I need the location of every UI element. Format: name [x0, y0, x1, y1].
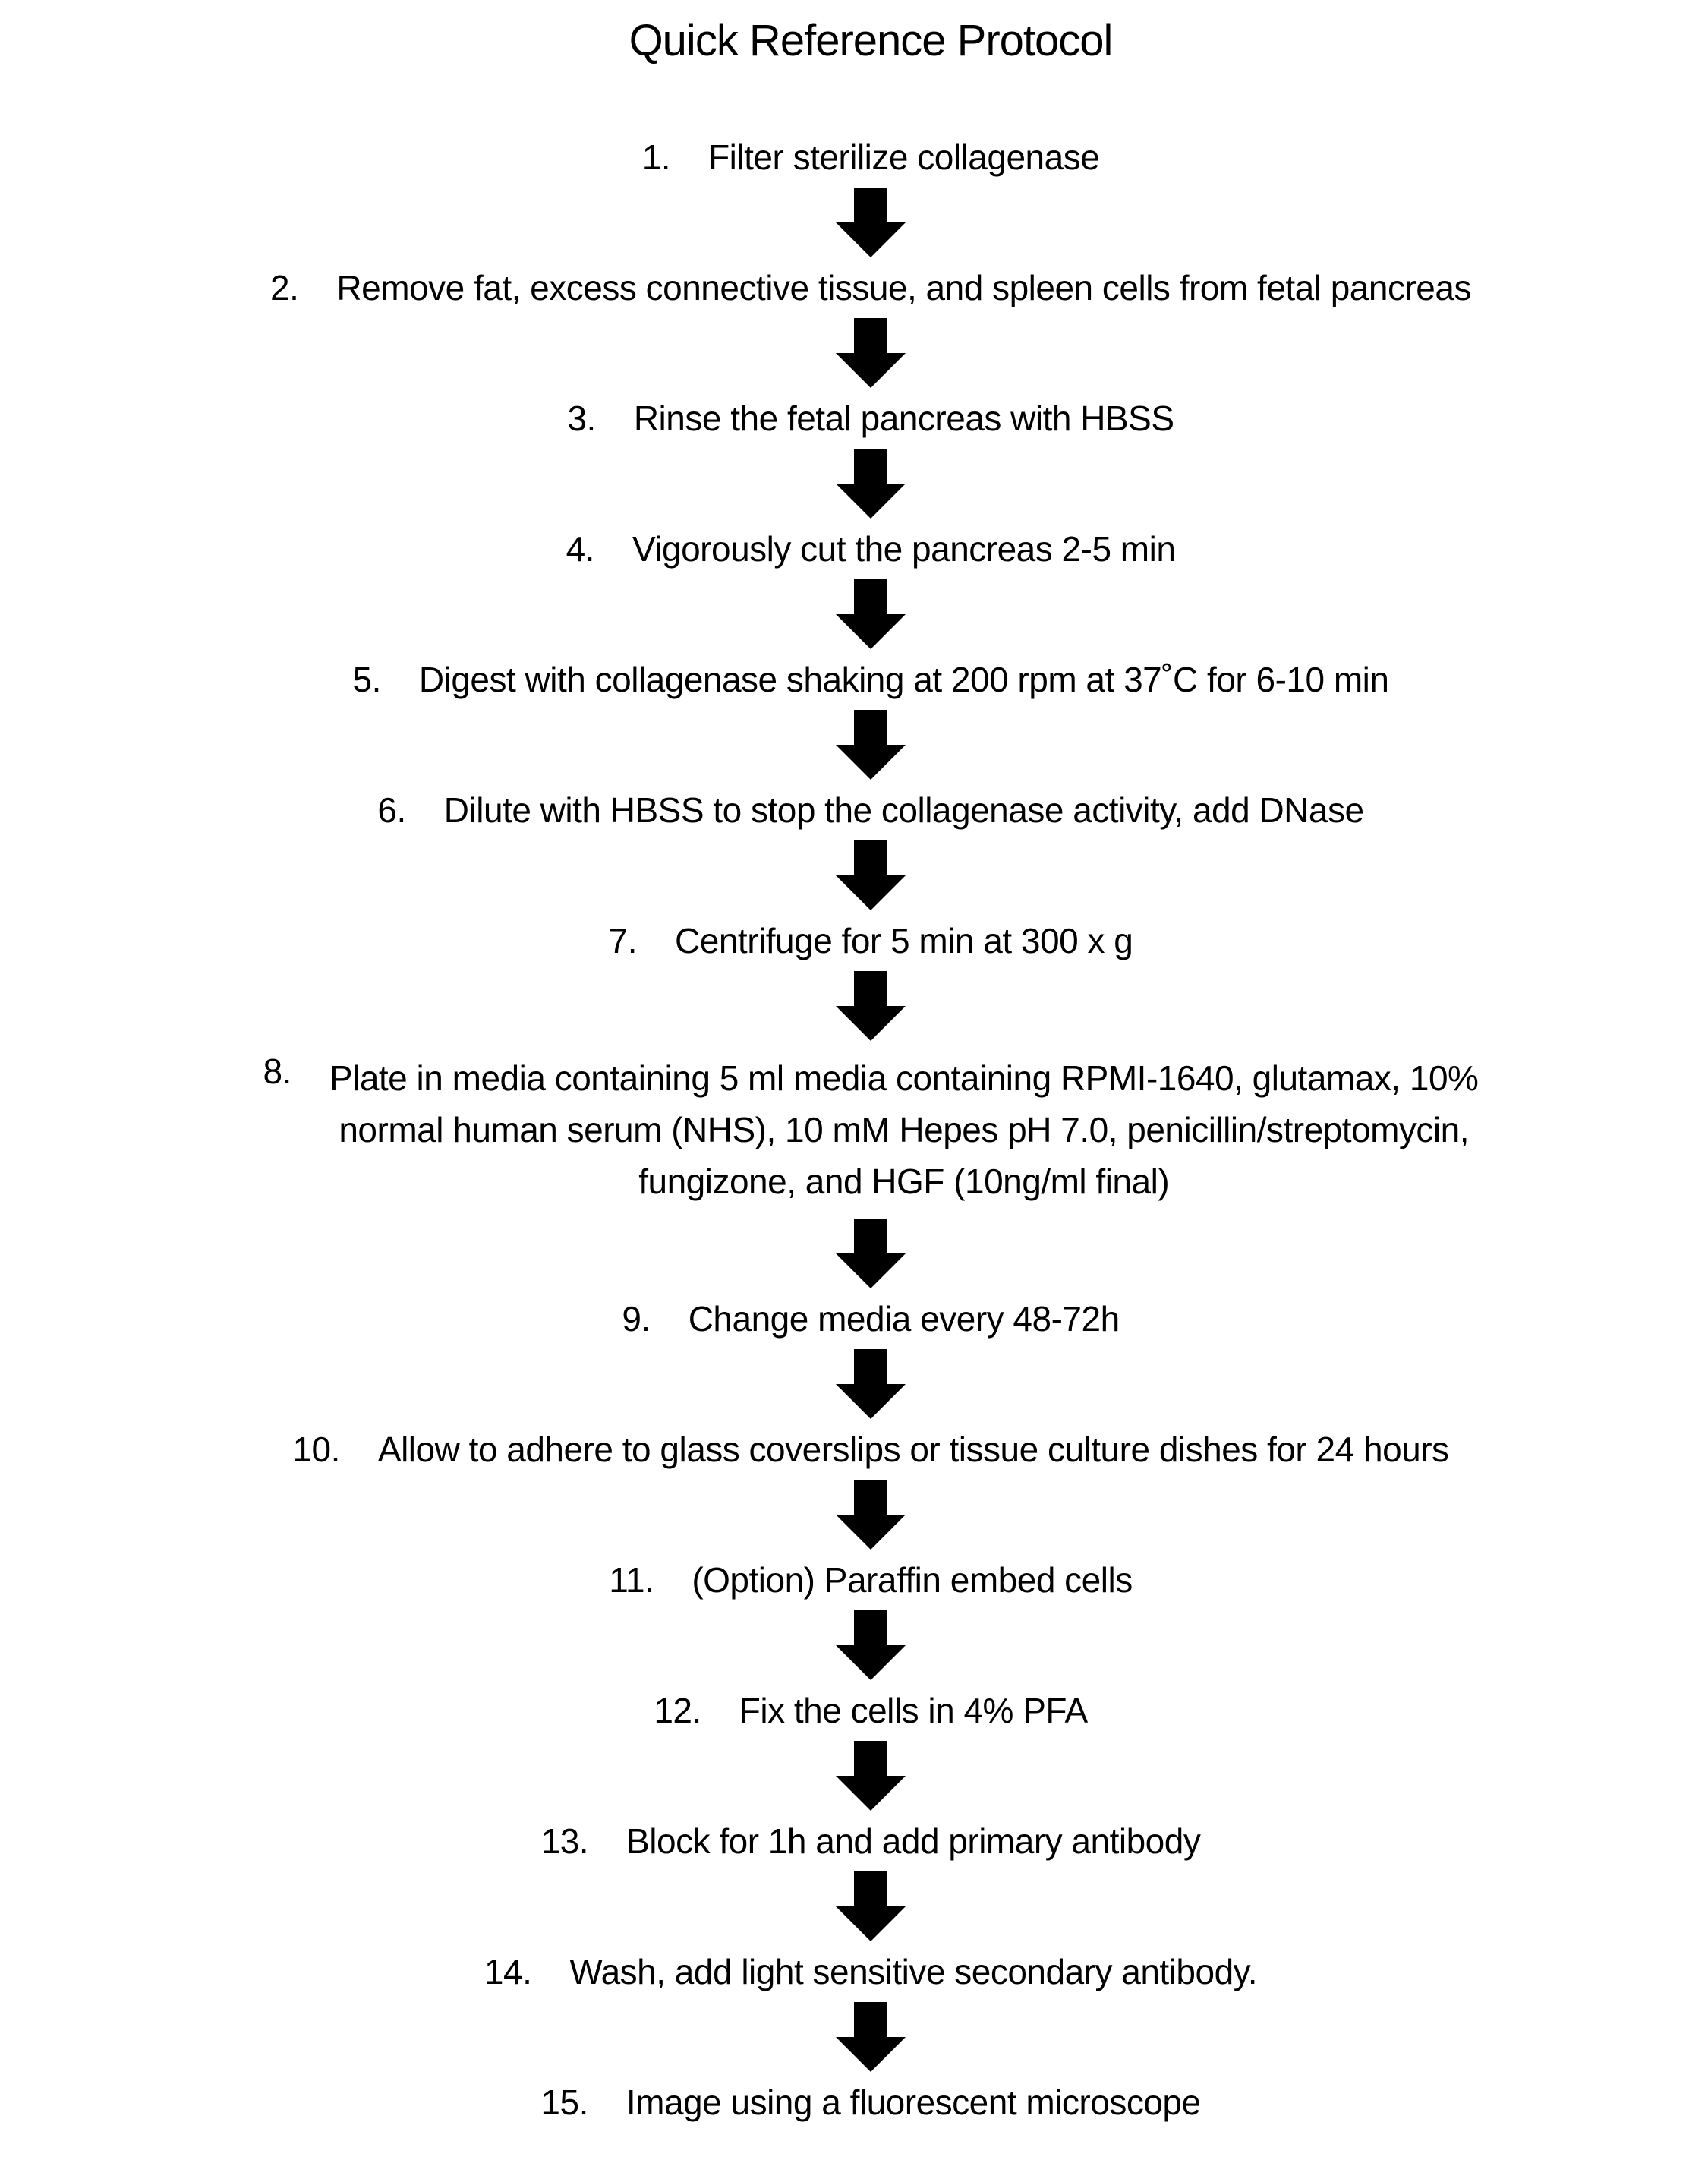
down-arrow-icon	[836, 1871, 906, 1941]
step-text: Block for 1h and add primary antibody	[626, 1821, 1201, 1861]
step-text: Centrifuge for 5 min at 300 x g	[675, 922, 1133, 960]
down-arrow-icon	[836, 840, 906, 910]
step-text-line: Allow to adhere to glass coverslips or t…	[377, 1430, 1449, 1469]
down-arrow-icon	[836, 2002, 906, 2072]
down-arrow-icon	[836, 971, 906, 1041]
step-text: Dilute with HBSS to stop the collagenase…	[444, 791, 1364, 829]
step-text: Remove fat, excess connective tissue, an…	[336, 269, 1471, 307]
down-arrow-icon	[836, 1219, 906, 1288]
step-item: 5. Digest with collagenase shaking at 200…	[353, 661, 1389, 698]
step-item: 7. Centrifuge for 5 min at 300 x g	[609, 922, 1133, 960]
step-text-line: Centrifuge for 5 min at 300 x g	[675, 921, 1133, 960]
step-text-line: Digest with collagenase shaking at 200 r…	[418, 660, 1389, 699]
step-text-line: normal human serum (NHS), 10 mM Hepes pH…	[339, 1110, 1470, 1149]
down-arrow-icon	[836, 318, 906, 388]
step-text-line: (Option) Paraffin embed cells	[692, 1560, 1133, 1600]
step-item: 13. Block for 1h and add primary antibody	[541, 1822, 1201, 1860]
step-text: (Option) Paraffin embed cells	[692, 1560, 1133, 1600]
step-text: Vigorously cut the pancreas 2-5 min	[632, 530, 1176, 568]
step-text: Digest with collagenase shaking at 200 r…	[419, 661, 1389, 698]
step-item: 14. Wash, add light sensitive secondary a…	[484, 1952, 1258, 1991]
page-title: Quick Reference Protocol	[629, 16, 1114, 65]
step-item: 10. Allow to adhere to glass coverslips o…	[292, 1430, 1449, 1469]
step-item: 2. Remove fat, excess connective tissue, …	[270, 269, 1471, 307]
step-number: 9.	[622, 1299, 651, 1339]
step-number: 4.	[566, 529, 595, 569]
step-text: Wash, add light sensitive secondary anti…	[569, 1953, 1257, 1991]
step-text-line: Remove fat, excess connective tissue, an…	[336, 268, 1471, 307]
step-text: Plate in media containing 5 ml media con…	[329, 1052, 1479, 1207]
down-arrow-icon	[836, 1741, 906, 1811]
step-text-line: fungizone, and HGF (10ng/ml final)	[638, 1162, 1170, 1201]
step-number: 15.	[540, 2083, 588, 2122]
step-text-line: Image using a fluorescent microscope	[626, 2083, 1201, 2122]
step-number: 6.	[377, 790, 406, 830]
down-arrow-icon	[836, 1610, 906, 1680]
step-number: 2.	[270, 268, 299, 307]
down-arrow-icon	[836, 579, 906, 649]
step-text: Filter sterilize collagenase	[708, 137, 1100, 177]
step-number: 14.	[484, 1952, 532, 1991]
step-number: 8.	[263, 1052, 292, 1091]
down-arrow-icon	[836, 1349, 906, 1419]
step-number: 5.	[352, 660, 382, 699]
down-arrow-icon	[836, 710, 906, 780]
step-number: 3.	[567, 399, 596, 438]
step-item: 8. Plate in media containing 5 ml media c…	[263, 1052, 1479, 1207]
step-text-line: Change media every 48-72h	[688, 1299, 1120, 1339]
step-text-line: Filter sterilize collagenase	[708, 137, 1100, 177]
protocol-page: Quick Reference Protocol 1. Filter steril…	[17, 14, 1708, 2133]
step-text-line: Block for 1h and add primary antibody	[626, 1821, 1201, 1861]
step-number: 7.	[608, 921, 638, 960]
step-text: Rinse the fetal pancreas with HBSS	[634, 399, 1174, 437]
step-item: 1. Filter sterilize collagenase	[642, 138, 1100, 176]
steps-flow: 1. Filter sterilize collagenase 2. Remove f…	[17, 138, 1708, 2133]
step-item: 11. (Option) Paraffin embed cells	[609, 1560, 1133, 1600]
step-text: Fix the cells in 4% PFA	[739, 1692, 1088, 1730]
step-number: 10.	[292, 1430, 340, 1469]
step-text: Change media every 48-72h	[689, 1300, 1120, 1338]
step-text-line: Dilute with HBSS to stop the collagenase…	[443, 790, 1364, 830]
step-item: 6. Dilute with HBSS to stop the collagena…	[377, 790, 1364, 830]
step-text-line: Rinse the fetal pancreas with HBSS	[633, 399, 1174, 438]
step-number: 11.	[609, 1560, 654, 1600]
down-arrow-icon	[836, 1480, 906, 1550]
step-item: 4. Vigorously cut the pancreas 2-5 min	[566, 530, 1176, 568]
step-text-line: Vigorously cut the pancreas 2-5 min	[632, 529, 1176, 569]
step-item: 15. Image using a fluorescent microscope	[540, 2083, 1201, 2122]
step-item: 9. Change media every 48-72h	[622, 1299, 1120, 1339]
down-arrow-icon	[836, 449, 906, 519]
step-number: 13.	[540, 1821, 589, 1861]
step-text: Allow to adhere to glass coverslips or t…	[378, 1430, 1449, 1468]
step-text-line: Fix the cells in 4% PFA	[739, 1691, 1088, 1730]
step-text-line: Wash, add light sensitive secondary anti…	[569, 1952, 1258, 1991]
step-text: Image using a fluorescent microscope	[626, 2083, 1201, 2121]
step-text-line: Plate in media containing 5 ml media con…	[329, 1058, 1479, 1098]
step-number: 12.	[654, 1691, 701, 1730]
step-number: 1.	[641, 137, 671, 177]
step-item: 12. Fix the cells in 4% PFA	[654, 1691, 1088, 1730]
step-item: 3. Rinse the fetal pancreas with HBSS	[567, 399, 1174, 437]
down-arrow-icon	[836, 188, 906, 257]
